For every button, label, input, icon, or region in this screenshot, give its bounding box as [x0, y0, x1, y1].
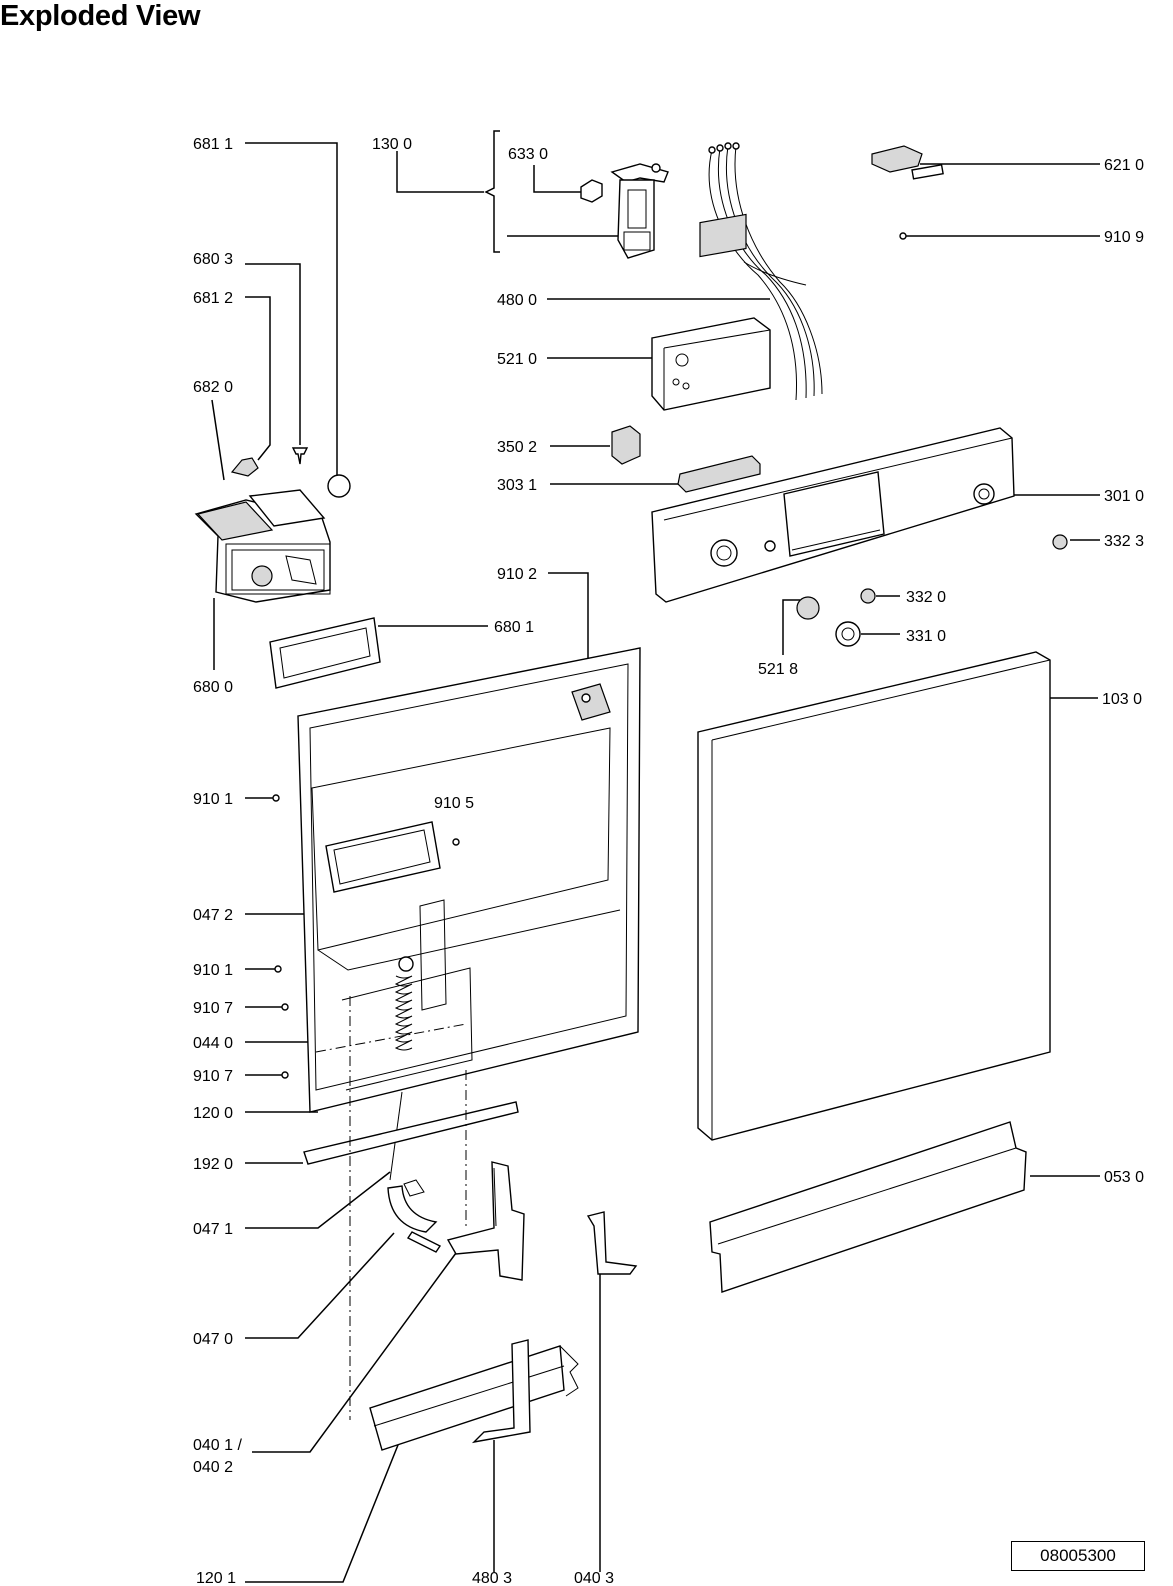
part-labels: 681 1 130 0 633 0 621 0 910 9 680 3 681 … [193, 136, 1144, 1586]
label-1201: 120 1 [196, 1570, 236, 1586]
parts [194, 142, 1068, 1451]
label-0470: 047 0 [193, 1331, 233, 1348]
label-3320: 332 0 [906, 589, 946, 606]
part-kickplate-1201 [369, 1345, 579, 1451]
part-switch-3502 [611, 425, 641, 465]
label-9107a: 910 7 [193, 1000, 233, 1017]
label-9101b: 910 1 [193, 962, 233, 979]
part-door-lock-1300 [610, 163, 669, 259]
part-ring-3310 [835, 621, 861, 647]
part-clip-6330 [580, 179, 603, 203]
part-bracket-0403 [586, 1211, 638, 1275]
part-screw-9109 [899, 232, 907, 240]
label-5218: 521 8 [758, 661, 798, 678]
part-hinge-0470 [387, 1185, 438, 1233]
part-strip-1920 [303, 1101, 519, 1165]
label-0440: 044 0 [193, 1035, 233, 1052]
label-6801: 680 1 [494, 619, 534, 636]
label-9107b: 910 7 [193, 1068, 233, 1085]
page-title: Exploded View [0, 0, 201, 32]
label-3323: 332 3 [1104, 533, 1144, 550]
part-gasket-6801 [269, 617, 381, 689]
part-outer-door-1030 [697, 651, 1051, 1141]
part-control-panel-3010 [651, 427, 1015, 603]
part-bracket-0401 [446, 1161, 525, 1281]
part-wiring-harness-4800 [708, 142, 823, 401]
label-6210: 621 0 [1104, 157, 1144, 174]
part-trim-0530 [709, 1121, 1027, 1293]
part-ring-6811 [327, 474, 351, 498]
part-knob-3323 [1052, 534, 1068, 550]
label-3031: 303 1 [497, 477, 537, 494]
part-tab-6210 [911, 163, 944, 180]
label-6803: 680 3 [193, 251, 233, 268]
part-inner-door-frame [272, 647, 641, 1113]
drawing-code-box: 08005300 [1011, 1541, 1145, 1571]
label-9102: 910 2 [497, 566, 537, 583]
label-0530: 053 0 [1104, 1169, 1144, 1186]
label-3310: 331 0 [906, 628, 946, 645]
label-0401: 040 1 / [193, 1437, 242, 1454]
label-0472: 047 2 [193, 907, 233, 924]
part-electronic-module-5210 [651, 213, 771, 411]
label-9109: 910 9 [1104, 229, 1144, 246]
part-screw-6803 [291, 447, 309, 465]
label-6330: 633 0 [508, 146, 548, 163]
label-9105: 910 5 [434, 795, 474, 812]
label-1920: 192 0 [193, 1156, 233, 1173]
label-4803: 480 3 [472, 1570, 512, 1586]
part-knob-5218 [796, 596, 820, 620]
label-5210: 521 0 [497, 351, 537, 368]
part-dispenser-6800 [194, 489, 331, 603]
label-0403: 040 3 [574, 1570, 614, 1586]
label-6820: 682 0 [193, 379, 233, 396]
part-button-strip-3031 [677, 455, 761, 493]
label-6800: 680 0 [193, 679, 233, 696]
part-cap-6812 [230, 457, 259, 477]
label-4800: 480 0 [497, 292, 537, 309]
label-1030: 103 0 [1102, 691, 1142, 708]
label-3502: 350 2 [497, 439, 537, 456]
label-0471: 047 1 [193, 1221, 233, 1238]
label-1300: 130 0 [372, 136, 412, 153]
label-3010: 301 0 [1104, 488, 1144, 505]
label-1200: 120 0 [193, 1105, 233, 1122]
label-9101a: 910 1 [193, 791, 233, 808]
part-bracket-6210 [871, 145, 923, 173]
label-6811: 681 1 [193, 136, 233, 153]
part-knob-3320 [860, 588, 876, 604]
label-0402: 040 2 [193, 1459, 233, 1476]
label-6812: 681 2 [193, 290, 233, 307]
part-bracket-4803 [471, 1339, 531, 1444]
